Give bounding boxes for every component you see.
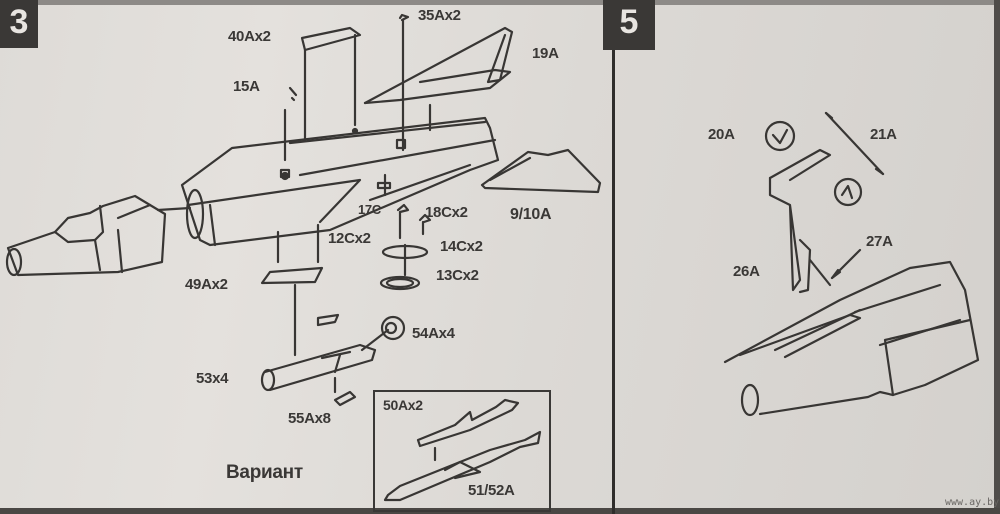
part-label: 19A — [532, 45, 559, 62]
part-label: 26A — [733, 263, 760, 280]
variant-box — [373, 390, 551, 512]
assembly-line — [156, 206, 192, 212]
fin-drawing — [363, 26, 514, 105]
nose-section-drawing — [5, 194, 167, 277]
stores-drawing — [260, 266, 406, 407]
rear-fuselage-drawing — [723, 260, 980, 417]
top-parts-drawing — [279, 13, 432, 179]
part-label: 14Cx2 — [440, 238, 483, 255]
part-label: 9/10A — [510, 206, 552, 223]
fuselage-drawing — [180, 116, 500, 247]
part-label: 50Ax2 — [383, 397, 423, 413]
part-label: 53x4 — [196, 370, 229, 387]
part-label: 15A — [233, 78, 260, 95]
part-label: 51/52A — [468, 482, 515, 499]
variant-missile-drawing — [383, 398, 542, 502]
part-label: 18Cx2 — [425, 204, 468, 221]
stabilizer-drawing — [480, 148, 602, 194]
undercarriage-drawing — [276, 173, 432, 291]
section-divider — [612, 50, 615, 514]
canopy-hinge-drawing — [764, 111, 885, 294]
part-label: 49Ax2 — [185, 276, 228, 293]
part-label: 12Cx2 — [328, 230, 371, 247]
part-label: 21A — [870, 126, 897, 143]
watermark: www.ay.by — [945, 497, 1000, 508]
part-label: 13Cx2 — [436, 267, 479, 284]
step-number-badge: 5 — [603, 0, 655, 50]
part-label: 27A — [866, 233, 893, 250]
part-label: 40Ax2 — [228, 28, 271, 45]
part-label: 17C — [358, 202, 381, 217]
part-label: 20A — [708, 126, 735, 143]
sheet-top-edge — [0, 0, 1000, 5]
part-label: 35Ax2 — [418, 7, 461, 24]
variant-title: Вариант — [226, 462, 303, 483]
part-label: 54Ax4 — [412, 325, 455, 342]
step-number-badge: 3 — [0, 0, 38, 48]
sheet-right-edge — [994, 0, 1000, 514]
part-label: 55Ax8 — [288, 410, 331, 427]
